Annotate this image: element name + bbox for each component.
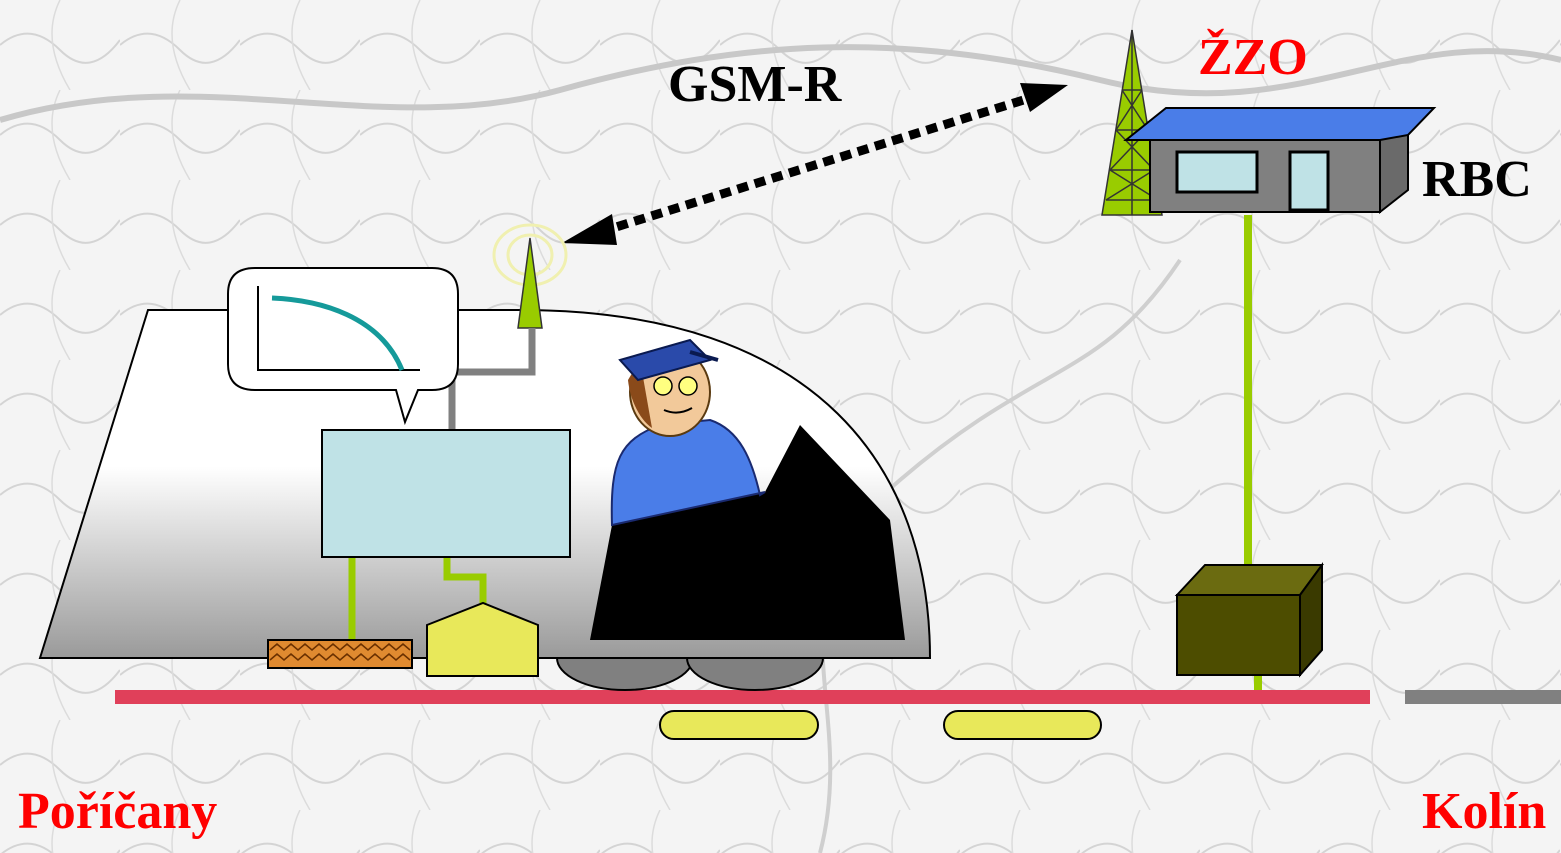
rbc-building-icon xyxy=(1123,107,1437,215)
station-right-label: Kolín xyxy=(1422,783,1547,840)
antenna-cable xyxy=(448,328,536,430)
braking-curve-axes xyxy=(257,286,420,371)
speech-bubble-icon xyxy=(227,267,459,426)
driver-icon xyxy=(610,338,766,527)
antenna-icon xyxy=(492,223,568,329)
zzo-label: ŽZO xyxy=(1198,29,1308,86)
gsm-r-label: GSM-R xyxy=(668,56,842,113)
odometry-sensor-icon xyxy=(267,639,413,669)
trackside-box-icon xyxy=(1174,561,1324,678)
braking-curve-icon xyxy=(271,295,405,371)
map-river-2 xyxy=(818,258,1182,853)
balise-icon xyxy=(943,710,1102,740)
rbc-label: RBC xyxy=(1422,151,1532,208)
btm-antenna-icon xyxy=(426,601,539,677)
btm-cable xyxy=(443,557,487,608)
gsm-r-link-arrow xyxy=(562,83,1068,245)
map-river xyxy=(0,44,1561,123)
evc-computer-box xyxy=(321,429,571,558)
station-left-label: Poříčany xyxy=(18,783,218,840)
balise-icon xyxy=(659,710,819,740)
